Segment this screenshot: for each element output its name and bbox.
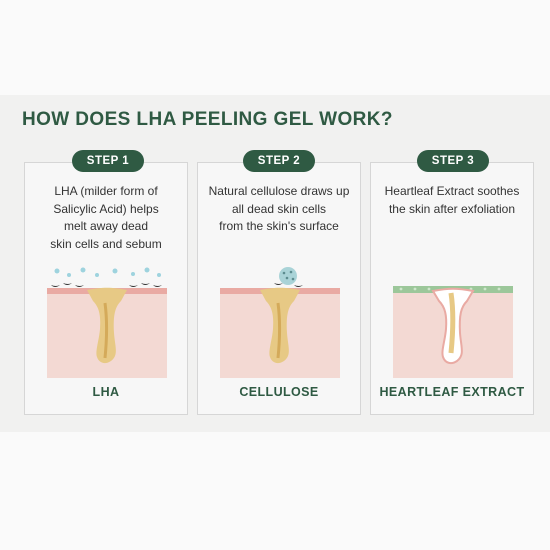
step-1-line: Salicylic Acid) helps	[53, 201, 159, 216]
cellulose-skin-illustration	[220, 267, 340, 378]
dead-skin-cells	[274, 283, 303, 287]
step-3-card: Heartleaf Extract soothes the skin after…	[370, 162, 534, 415]
step-2-line: from the skin's surface	[219, 219, 339, 233]
heartleaf-dots	[399, 287, 501, 291]
dead-skin-cells	[51, 283, 162, 287]
hair-shaft	[103, 302, 108, 359]
step-2-description: Natural cellulose draws up all dead skin…	[204, 183, 354, 236]
page-title: HOW DOES LHA PEELING GEL WORK?	[22, 109, 393, 130]
hair-shaft	[276, 302, 281, 359]
step-1-line: LHA (milder form of	[54, 184, 158, 198]
lha-bubbles	[54, 267, 161, 277]
step-1-description: LHA (milder form of Salicylic Acid) help…	[31, 183, 181, 253]
step-1-line: melt away dead	[63, 219, 149, 233]
step-2-label: CELLULOSE	[239, 385, 319, 399]
step-1-card: LHA (milder form of Salicylic Acid) help…	[24, 162, 188, 415]
step-3-line: the skin after exfoliation	[388, 201, 516, 216]
step-2-badge: STEP 2	[243, 150, 315, 172]
step-2-card: Natural cellulose draws up all dead skin…	[197, 162, 361, 415]
step-1-label: LHA	[92, 385, 120, 399]
heartleaf-skin-illustration	[393, 286, 513, 378]
step-3-badge: STEP 3	[417, 150, 489, 172]
step-3-label: HEARTLEAF EXTRACT	[379, 385, 525, 399]
step-3-description: Heartleaf Extract soothes the skin after…	[377, 183, 527, 218]
cellulose-cluster	[279, 267, 297, 285]
lha-skin-illustration	[47, 267, 167, 378]
step-1-line: skin cells and sebum	[50, 236, 162, 251]
step-1-badge: STEP 1	[72, 150, 144, 172]
step-3-line: Heartleaf Extract soothes	[384, 184, 520, 198]
hair-shaft	[448, 292, 456, 354]
step-2-line: Natural cellulose draws up	[208, 184, 350, 198]
step-2-line: all dead skin cells	[231, 201, 327, 216]
